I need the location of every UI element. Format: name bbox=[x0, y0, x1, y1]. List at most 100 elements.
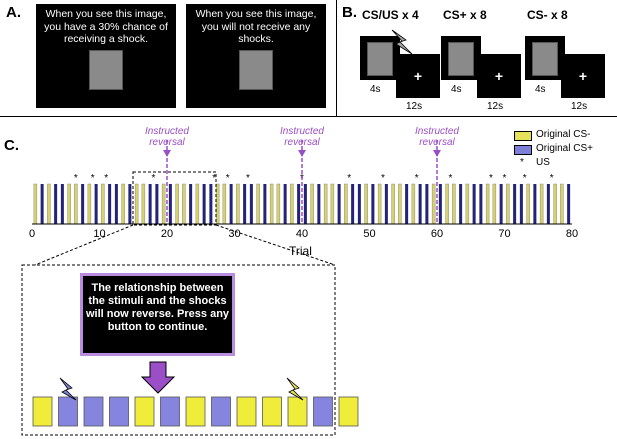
trial-bar-cs-plus bbox=[94, 184, 98, 224]
instruction-screen-cs-plus: When you see this image, you have a 30% … bbox=[36, 4, 176, 108]
trial-bar-cs-minus bbox=[377, 183, 382, 225]
trial-bar-cs-plus bbox=[317, 184, 321, 224]
fixation-screen: + bbox=[477, 54, 521, 98]
trial-bar-cs-minus bbox=[161, 183, 166, 225]
trial-bar-cs-minus bbox=[222, 183, 227, 225]
trial-bar-cs-plus bbox=[499, 184, 503, 224]
trial-bar-cs-minus bbox=[344, 183, 348, 225]
detail-bar-cs-minus bbox=[134, 396, 155, 427]
trial-bar-cs-plus bbox=[405, 184, 409, 224]
us-marker: * bbox=[489, 173, 493, 184]
trial-bar-cs-plus bbox=[229, 184, 233, 224]
trial-bar-cs-plus bbox=[438, 184, 442, 224]
trial-bar-cs-plus bbox=[283, 184, 287, 224]
fixation-duration: 12s bbox=[487, 101, 504, 112]
trial-bar-cs-plus bbox=[384, 184, 388, 224]
panel-b-face-screen bbox=[441, 36, 481, 80]
zoom-connector-left bbox=[34, 224, 134, 266]
trial-bar-cs-plus bbox=[168, 184, 172, 224]
trial-bar-cs-minus bbox=[445, 183, 449, 225]
trial-bar-cs-minus bbox=[195, 183, 200, 225]
zoom-connector-right bbox=[215, 224, 336, 266]
trial-bar-cs-minus bbox=[121, 183, 125, 225]
us-marker: * bbox=[226, 173, 230, 184]
reversal-message-screen: The relationship between the stimuli and… bbox=[80, 273, 235, 356]
detail-bar-cs-minus bbox=[338, 396, 359, 427]
detail-bar-cs-minus bbox=[185, 396, 206, 427]
trial-bar-cs-plus bbox=[303, 184, 307, 224]
us-marker: * bbox=[523, 173, 527, 184]
instruction-text-cs-plus: When you see this image, you have a 30% … bbox=[44, 8, 168, 45]
us-marker: * bbox=[152, 173, 156, 184]
us-marker: * bbox=[503, 173, 507, 184]
trial-bar-cs-plus bbox=[357, 184, 361, 224]
us-marker: * bbox=[449, 173, 453, 184]
trial-bar-cs-minus bbox=[452, 183, 456, 225]
trial-bar-cs-minus bbox=[398, 183, 402, 225]
trial-bar-cs-plus bbox=[263, 184, 267, 224]
trial-bar-cs-minus bbox=[33, 183, 38, 225]
trial-bar-cs-minus bbox=[215, 183, 220, 225]
trial-bar-cs-plus bbox=[148, 184, 152, 224]
reversal-arrowhead bbox=[298, 150, 306, 157]
trial-bar-cs-minus bbox=[236, 183, 240, 225]
fixation-duration: 12s bbox=[571, 101, 588, 112]
trial-bar-cs-minus bbox=[465, 183, 470, 225]
detail-bar-cs-minus bbox=[262, 396, 282, 427]
us-marker: * bbox=[212, 173, 216, 184]
trial-bar-cs-minus bbox=[134, 183, 139, 225]
x-tick-label: 0 bbox=[28, 228, 36, 240]
us-marker: * bbox=[415, 173, 419, 184]
trial-bar-cs-plus bbox=[189, 184, 193, 224]
trial-bar-cs-plus bbox=[243, 184, 247, 224]
detail-bar-cs-plus bbox=[160, 396, 180, 427]
trial-bar-cs-plus bbox=[546, 184, 550, 224]
legend-label-cs-plus: Original CS+ bbox=[536, 143, 593, 154]
trial-sequence-plot: **************** bbox=[21, 140, 572, 436]
reversal-label: Instructed reversal bbox=[145, 126, 189, 148]
shock-lightning-icon bbox=[391, 29, 413, 55]
trial-bar-cs-minus bbox=[391, 183, 395, 225]
us-marker: * bbox=[74, 173, 78, 184]
trial-bar-cs-plus bbox=[425, 184, 429, 224]
reversal-label: Instructed reversal bbox=[280, 126, 324, 148]
zoom-detail-box bbox=[21, 264, 336, 436]
panel-b-face-screen bbox=[525, 36, 565, 80]
panel-divider-vertical bbox=[336, 0, 337, 116]
shock-lightning-icon bbox=[59, 377, 77, 401]
face-duration: 4s bbox=[370, 84, 381, 95]
trial-bar-cs-minus bbox=[67, 183, 71, 225]
legend-swatch-cs-minus bbox=[514, 131, 532, 141]
panel-b-group-title: CS- x 8 bbox=[527, 8, 568, 22]
trial-bar-cs-plus bbox=[114, 184, 118, 224]
x-tick-label: 50 bbox=[363, 228, 376, 240]
trial-bar-cs-minus bbox=[323, 183, 328, 225]
x-tick-label: 30 bbox=[228, 228, 241, 240]
legend-swatch-cs-plus bbox=[514, 145, 532, 155]
legend-label-cs-minus: Original CS- bbox=[536, 129, 591, 140]
trial-bar-cs-minus bbox=[553, 183, 557, 225]
detail-bar-cs-minus bbox=[287, 396, 308, 427]
trial-bar-cs-plus bbox=[371, 184, 375, 224]
detail-bar-cs-minus bbox=[236, 396, 257, 427]
panel-c-label: C. bbox=[4, 137, 19, 154]
fixation-duration: 12s bbox=[406, 101, 423, 112]
trial-bar-cs-plus bbox=[40, 184, 44, 224]
trial-bar-cs-minus bbox=[101, 183, 105, 225]
reversal-label: Instructed reversal bbox=[415, 126, 459, 148]
face-duration: 4s bbox=[451, 84, 462, 95]
trial-bar-cs-plus bbox=[54, 184, 58, 224]
trial-bar-cs-plus bbox=[81, 184, 85, 224]
trial-bar-cs-plus bbox=[513, 184, 517, 224]
us-marker: * bbox=[91, 173, 95, 184]
trial-bar-cs-plus bbox=[567, 184, 571, 224]
detail-bar-cs-plus bbox=[211, 396, 231, 427]
face-image bbox=[448, 42, 474, 76]
trial-bar-cs-plus bbox=[297, 184, 301, 224]
trial-bar-cs-plus bbox=[472, 184, 476, 224]
trial-bar-cs-plus bbox=[459, 184, 463, 224]
trial-bar-cs-minus bbox=[411, 183, 416, 225]
face-image bbox=[532, 42, 558, 76]
trial-bar-cs-plus bbox=[209, 184, 213, 224]
us-marker: * bbox=[246, 173, 250, 184]
